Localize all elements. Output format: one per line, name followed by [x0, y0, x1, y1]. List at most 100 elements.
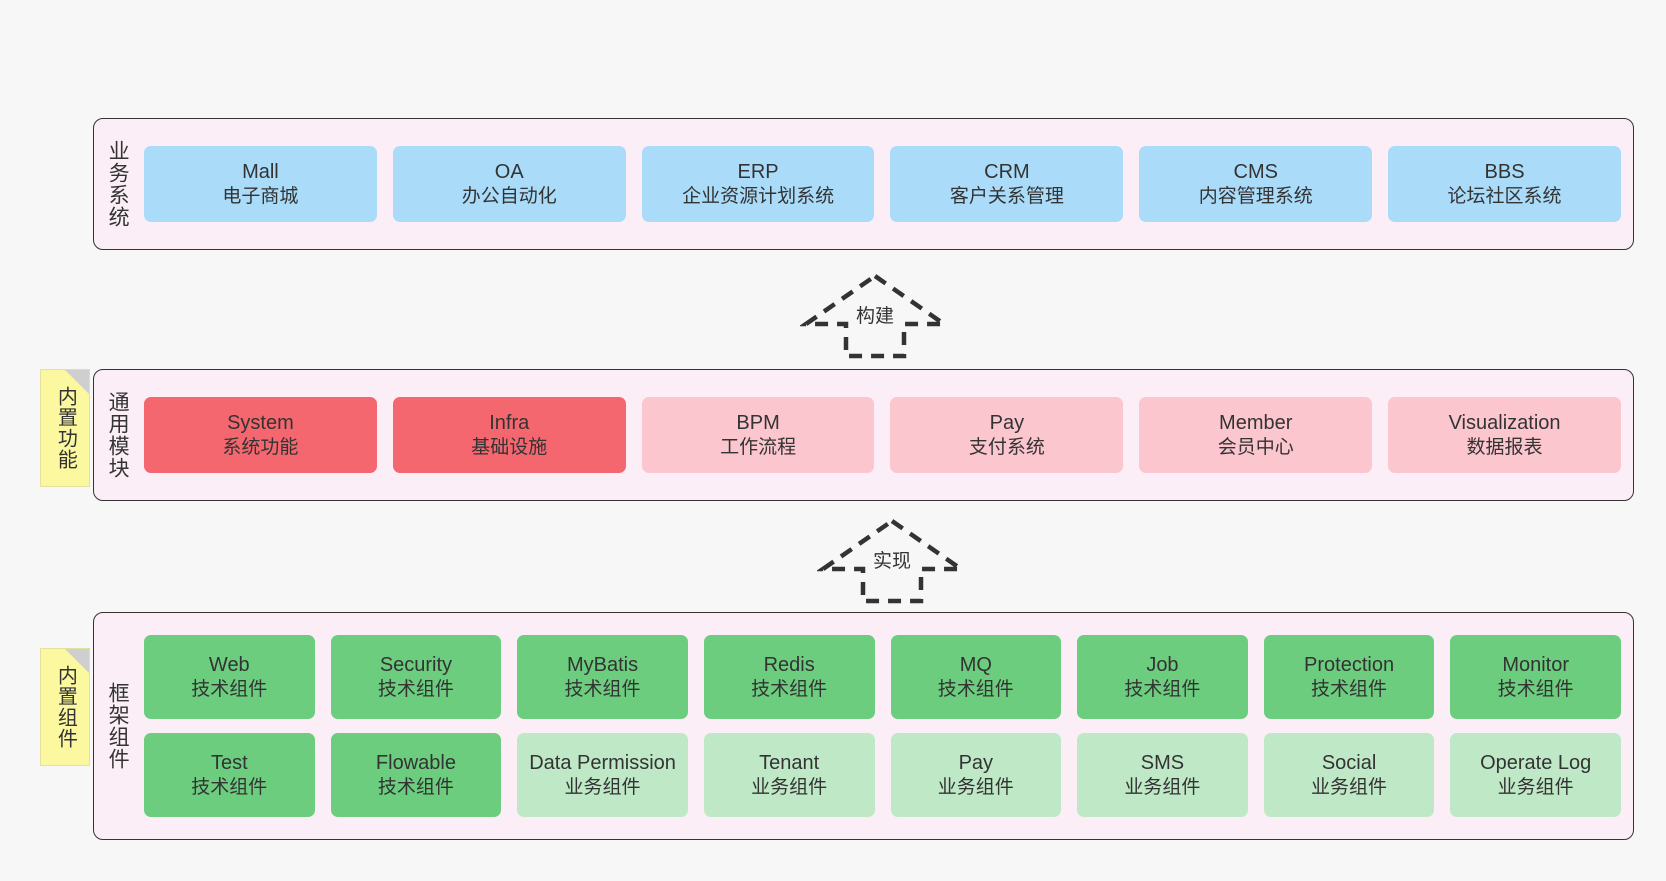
card-subtitle: 业务组件 — [1124, 776, 1201, 798]
card-subtitle: 技术组件 — [1311, 678, 1388, 700]
card-title: BPM — [736, 412, 780, 435]
card-title: BBS — [1484, 161, 1525, 184]
card-subtitle: 技术组件 — [564, 678, 641, 700]
card-subtitle: 基础设施 — [471, 436, 548, 458]
common-module-title: 通用模块 — [106, 391, 130, 479]
card-title: CRM — [984, 161, 1030, 184]
arrow-build-icon — [798, 273, 952, 359]
card-subtitle: 会员中心 — [1217, 436, 1294, 458]
arrow-build: 构建 — [798, 270, 952, 360]
card-title: Job — [1146, 654, 1179, 677]
card-title: Pay — [989, 412, 1025, 435]
card-subtitle: 内容管理系统 — [1198, 185, 1313, 207]
card-subtitle: 客户关系管理 — [949, 185, 1064, 207]
card-title: Member — [1219, 412, 1293, 435]
card-title: Infra — [489, 412, 530, 435]
card-subtitle: 技术组件 — [377, 776, 454, 798]
card-subtitle: 支付系统 — [968, 436, 1045, 458]
card-subtitle: 技术组件 — [937, 678, 1014, 700]
card-subtitle: 技术组件 — [1124, 678, 1201, 700]
note-builtin-feature-label: 内置功能 — [54, 386, 77, 470]
note-builtin-feature: 内置功能 — [40, 369, 90, 487]
card-title: OA — [494, 161, 524, 184]
card-title: MQ — [959, 654, 992, 677]
card-subtitle: 系统功能 — [222, 436, 299, 458]
card-title: Pay — [958, 752, 994, 775]
arrow-build-label: 构建 — [855, 306, 895, 327]
card-title: Visualization — [1448, 412, 1561, 435]
arrow-implement-label: 实现 — [872, 551, 912, 572]
card-subtitle: 业务组件 — [564, 776, 641, 798]
card-subtitle: 技术组件 — [1497, 678, 1574, 700]
card-title: Tenant — [759, 752, 820, 775]
card-title: MyBatis — [567, 654, 639, 677]
card-title: ERP — [737, 161, 779, 184]
card-subtitle: 企业资源计划系统 — [682, 185, 835, 207]
arrow-implement: 实现 — [815, 515, 969, 605]
card-subtitle: 工作流程 — [720, 436, 797, 458]
card-title: Mall — [242, 161, 279, 184]
card-subtitle: 办公自动化 — [461, 185, 557, 207]
card-subtitle: 技术组件 — [191, 678, 268, 700]
card-title: Redis — [763, 654, 815, 677]
card-title: Protection — [1304, 654, 1395, 677]
card-subtitle: 业务组件 — [937, 776, 1014, 798]
card-title: Web — [208, 654, 250, 677]
card-subtitle: 数据报表 — [1466, 436, 1543, 458]
card-title: Operate Log — [1480, 752, 1592, 775]
note-fold-icon — [65, 649, 89, 673]
note-builtin-component-label: 内置组件 — [54, 665, 77, 749]
note-fold-icon — [65, 370, 89, 394]
card-subtitle: 电子商城 — [222, 185, 299, 207]
arrow-implement-icon — [815, 518, 969, 604]
card-title: Monitor — [1502, 654, 1570, 677]
note-builtin-component: 内置组件 — [40, 648, 90, 766]
card-subtitle: 业务组件 — [1311, 776, 1388, 798]
card-subtitle: 论坛社区系统 — [1447, 185, 1562, 207]
business-system-title: 业务系统 — [106, 140, 130, 228]
card-title: SMS — [1140, 752, 1185, 775]
card-title: System — [227, 412, 294, 435]
card-title: CMS — [1233, 161, 1278, 184]
card-title: Data Permission — [529, 752, 676, 775]
framework-component-title: 框架组件 — [106, 682, 130, 770]
